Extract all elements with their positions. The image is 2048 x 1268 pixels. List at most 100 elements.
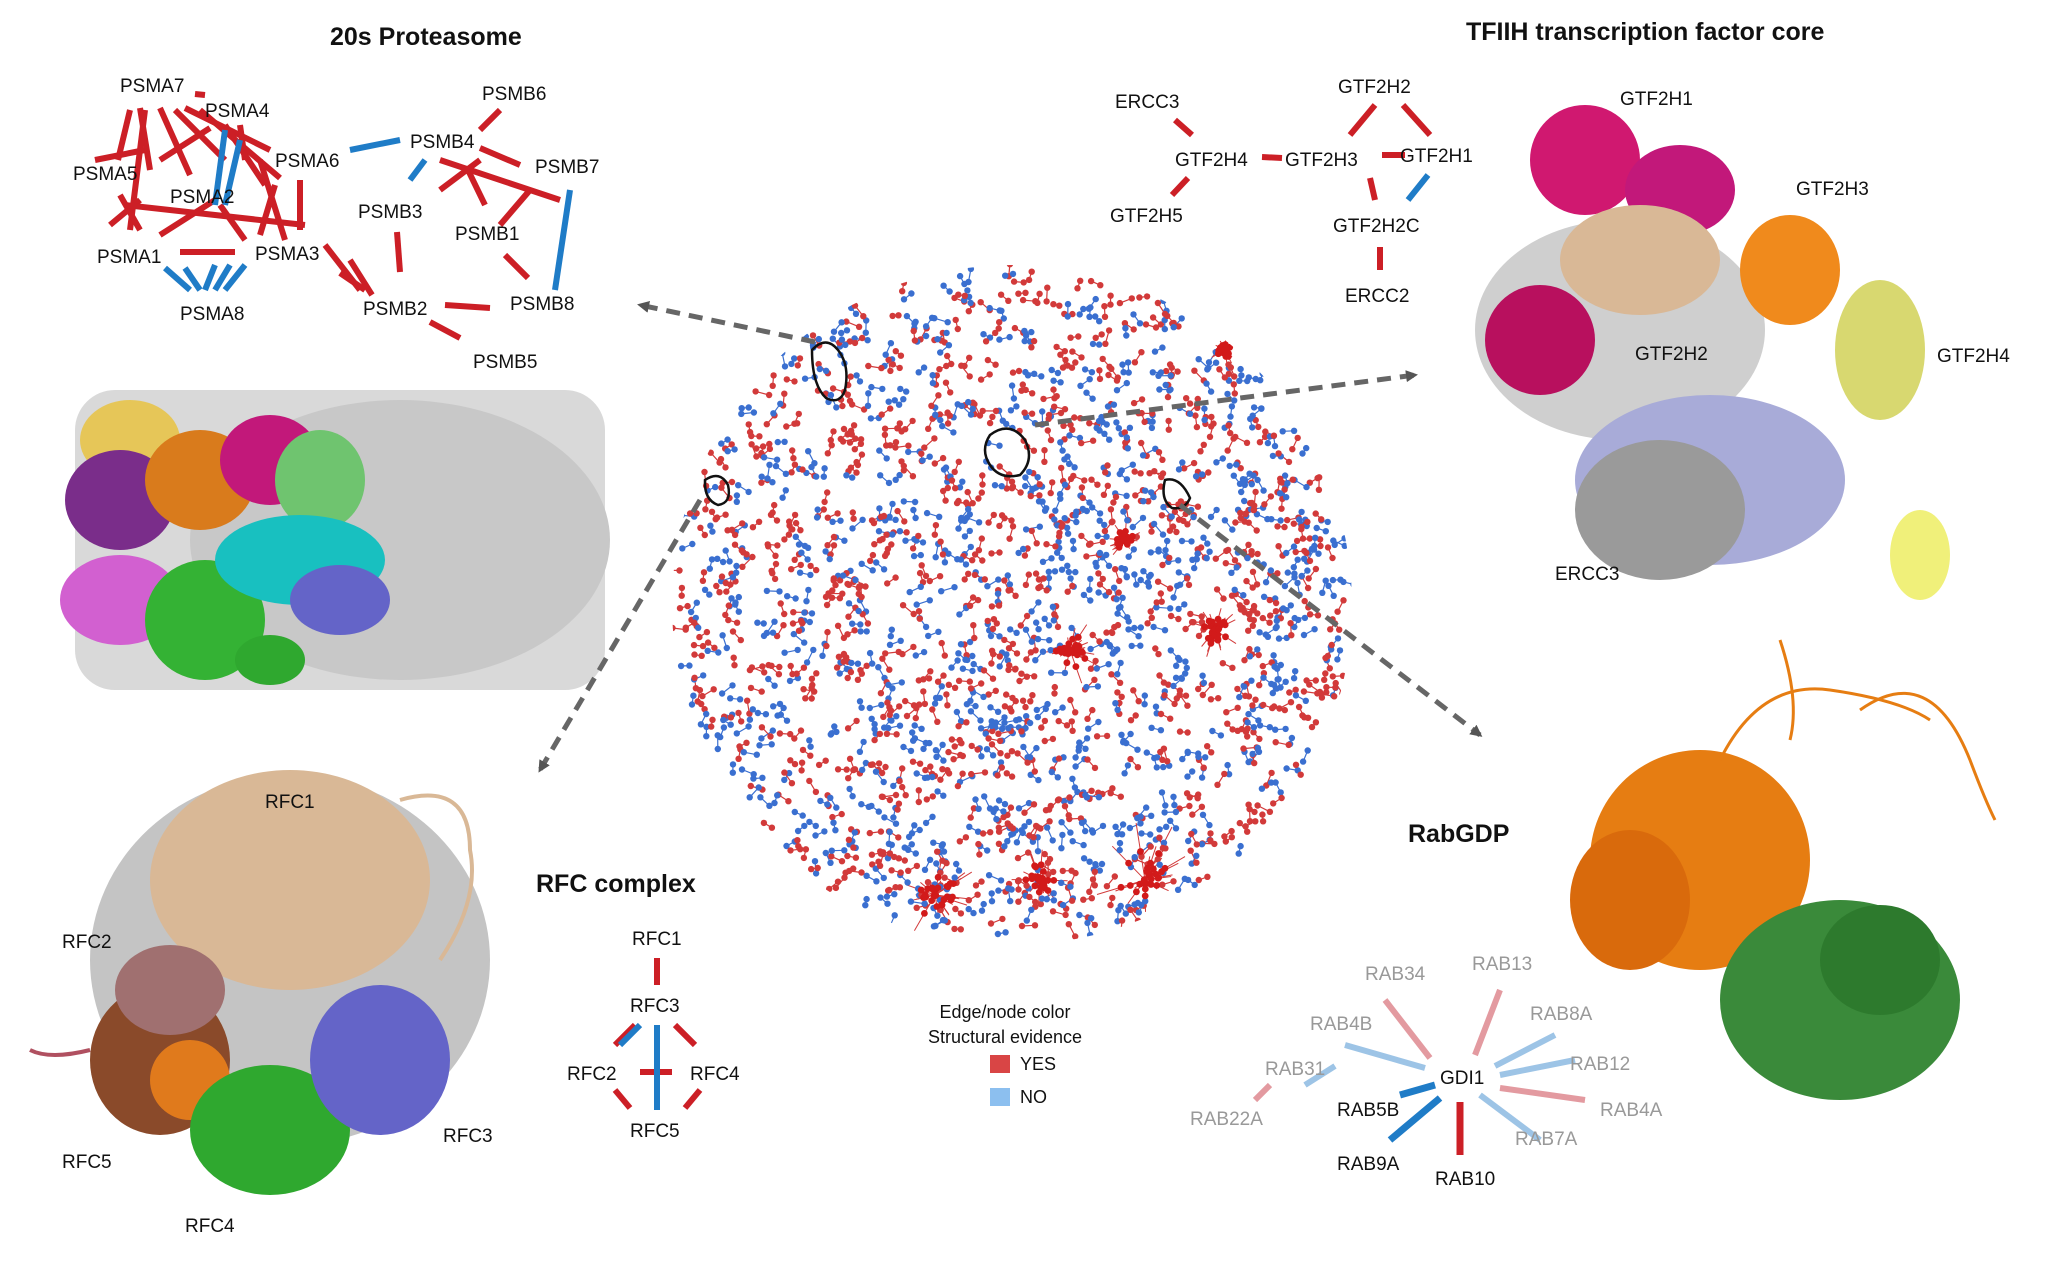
network-node (808, 865, 815, 873)
central-network (672, 265, 1352, 940)
network-node (1278, 505, 1285, 512)
network-node (998, 483, 1005, 490)
network-node (1080, 896, 1087, 903)
network-node (1172, 674, 1180, 681)
network-node (1104, 403, 1112, 410)
network-node (948, 664, 955, 671)
network-node (1064, 313, 1071, 320)
network-node (1198, 841, 1206, 848)
network-node (1207, 837, 1214, 844)
network-node (1287, 620, 1294, 627)
network-node (1193, 852, 1200, 859)
network-node (1110, 401, 1118, 408)
network-node (929, 706, 936, 713)
network-node (1246, 818, 1254, 825)
network-node (1001, 800, 1009, 808)
network-node (951, 925, 958, 933)
network-node (1086, 931, 1094, 939)
network-node (1022, 703, 1029, 711)
network-node (1092, 657, 1099, 665)
network-node (1292, 761, 1300, 768)
network-node (1007, 407, 1015, 414)
network-node (867, 557, 874, 564)
network-node (729, 769, 736, 776)
network-node (1059, 364, 1067, 371)
network-node (935, 628, 942, 635)
rabgdp-title: RabGDP (1408, 820, 1509, 848)
network-node (1195, 685, 1202, 693)
network-node (1132, 712, 1139, 719)
network-node (1059, 704, 1066, 711)
rfc-network: RFC1 RFC3 RFC2 RFC4 RFC5 (567, 929, 740, 1142)
network-node (1288, 632, 1295, 639)
network-node (723, 588, 730, 595)
network-node (1096, 510, 1104, 517)
network-node (1105, 588, 1113, 596)
network-node (1252, 375, 1259, 383)
network-node (1015, 290, 1022, 297)
network-node (886, 711, 893, 719)
network-node (969, 557, 976, 564)
network-node (961, 362, 968, 370)
network-node (1187, 610, 1194, 618)
network-node (1255, 651, 1262, 659)
network-node (939, 422, 946, 430)
network-node (1300, 631, 1308, 639)
network-node (1080, 591, 1088, 599)
network-node (829, 813, 836, 821)
network-node (883, 455, 890, 462)
network-node (824, 450, 831, 457)
network-node (1146, 470, 1153, 477)
network-node (1258, 405, 1265, 412)
network-node (1096, 341, 1103, 348)
network-node (1230, 435, 1237, 442)
network-node (1294, 434, 1301, 442)
network-node (834, 622, 842, 629)
network-node (1050, 868, 1057, 876)
network-node (737, 636, 744, 644)
network-node (791, 461, 799, 468)
network-node (1143, 749, 1151, 756)
network-node (878, 411, 885, 418)
network-node (854, 461, 862, 469)
network-node (1011, 666, 1019, 673)
network-node (774, 542, 781, 549)
network-node (1043, 896, 1051, 903)
network-node (858, 451, 866, 458)
network-node (906, 588, 913, 596)
network-node (934, 788, 941, 795)
network-node (1065, 568, 1073, 576)
network-node (758, 735, 765, 742)
legend-title-2: Structural evidence (928, 1027, 1082, 1047)
network-node (1110, 499, 1117, 506)
network-node (871, 541, 878, 548)
network-node (1120, 739, 1127, 746)
tfiih-network: ERCC3 GTF2H4 GTF2H5 GTF2H2 GTF2H3 GTF2H1… (1110, 77, 1473, 307)
network-node (1046, 855, 1054, 863)
network-node (883, 730, 891, 737)
network-node (957, 910, 965, 917)
network-node (918, 450, 925, 457)
network-node (1160, 297, 1167, 304)
network-node (1021, 482, 1029, 490)
network-node (942, 464, 950, 471)
network-node (794, 362, 801, 369)
network-node (876, 505, 883, 512)
network-node (938, 639, 945, 647)
network-hub-node (1065, 640, 1073, 648)
network-node (954, 782, 962, 790)
network-node (1147, 831, 1154, 838)
network-node (966, 602, 974, 609)
network-node (1241, 609, 1248, 616)
network-node (1251, 502, 1258, 509)
network-node (1245, 627, 1252, 634)
edge-gdi1-rab34 (1382, 998, 1433, 1060)
network-node (1009, 483, 1017, 490)
network-node (969, 399, 977, 406)
network-node (738, 405, 745, 412)
network-node (911, 498, 919, 506)
network-node (857, 621, 864, 628)
network-node (1122, 325, 1129, 332)
network-node (1266, 619, 1273, 626)
network-node (916, 760, 924, 767)
